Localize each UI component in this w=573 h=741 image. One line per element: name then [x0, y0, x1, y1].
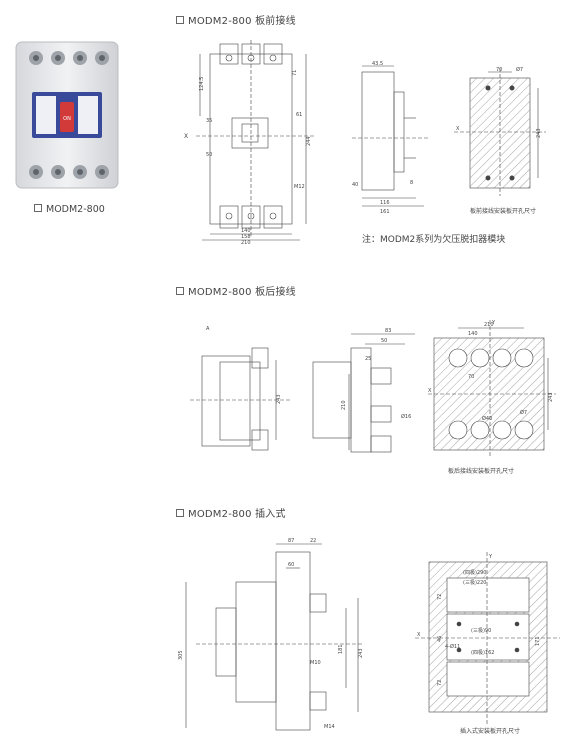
dim-label: 22: [310, 538, 316, 544]
section-title-rear: MODM2-800 板后接线: [176, 283, 296, 298]
dim-label: 210: [241, 240, 251, 246]
dim-label: 210: [341, 400, 347, 410]
dim-label: 70: [468, 374, 474, 380]
dim-label: X: [428, 388, 432, 394]
dim-label: 87: [288, 538, 294, 544]
dim-label: 140: [468, 331, 478, 337]
section-title-front: MODM2-800 板前接线: [176, 12, 296, 27]
dim-label: Ø16: [401, 413, 411, 420]
dim-label: 40: [352, 182, 358, 188]
product-caption: MODM2-800: [34, 204, 105, 215]
dim-label: 8: [410, 180, 413, 186]
plug-side-drawing: 87 22 60 305 M10 181 243 M14: [176, 538, 366, 734]
dim-label: X: [456, 126, 460, 132]
dim-label: 243: [276, 394, 282, 404]
dim-label: 43.5: [372, 61, 383, 67]
dim-label: 305: [178, 650, 184, 660]
dim-label: 210: [484, 322, 494, 328]
plug-cutout-caption: 插入式安装板开孔尺寸: [460, 728, 521, 735]
front-plan-drawing: X 124.5 71 35 50 61 244 140 158 210 M12: [176, 36, 336, 246]
dim-label: Y: [488, 554, 493, 560]
dim-label: 35: [206, 118, 212, 124]
dim-label: M10: [310, 660, 321, 666]
dim-label: 50: [381, 338, 387, 344]
dim-label: Y: [491, 320, 496, 326]
front-note: 注：MODM2系列为欠压脱扣器模块: [362, 235, 506, 245]
dim-label: 46: [437, 636, 443, 642]
dim-label: 243: [536, 128, 542, 138]
dim-label: 116: [380, 200, 390, 206]
dim-label: 72: [437, 680, 443, 686]
dim-label: Ø40: [482, 415, 492, 422]
dim-label: 171: [535, 636, 541, 646]
dim-label: 181: [338, 644, 344, 654]
dim-label: 72: [437, 594, 443, 600]
dim-label: 244: [306, 136, 312, 146]
dim-label: 60: [288, 562, 294, 568]
dim-label: (三极)220: [463, 579, 486, 586]
rear-plan-drawing: A 243: [180, 318, 300, 468]
front-side-drawing: 43.5 40 116 161 8: [350, 58, 430, 218]
dim-label: 243: [358, 648, 364, 658]
front-cutout-drawing: 70 Ø7 243 X: [450, 62, 550, 210]
dim-label: 70: [496, 67, 502, 73]
plug-cutout-drawing: (四极)290 (三极)220 72 46 (三极)90 (四极)162 171…: [415, 552, 560, 724]
dim-label: Ø7: [516, 66, 523, 73]
dim-label: 161: [380, 209, 390, 215]
handle-on-label: ON: [63, 116, 71, 122]
rear-cutout-caption: 板后接线安装板开孔尺寸: [448, 468, 515, 475]
rear-side-drawing: 83 50 25 210 Ø16: [305, 326, 425, 466]
section-title-plug: MODM2-800 插入式: [176, 505, 286, 520]
dim-label: A: [206, 326, 210, 332]
dim-label: 50: [206, 152, 212, 158]
dim-label: 83: [385, 328, 391, 334]
dim-label: 140: [241, 228, 251, 234]
rear-cutout-drawing: 210 140 70 243 Ø40 Ø7 Y X: [428, 318, 558, 460]
dim-label: 158: [241, 234, 251, 240]
dim-label: M12: [294, 184, 305, 190]
dim-label: 4-Ø11: [445, 643, 460, 650]
front-cutout-caption: 板前接线安装板开孔尺寸: [470, 208, 537, 215]
dim-label: 243: [548, 392, 554, 402]
dim-label: 124.5: [199, 77, 205, 91]
product-photo: ON: [14, 40, 120, 190]
dim-label: (四极)162: [471, 649, 494, 656]
dim-label: Ø7: [520, 409, 527, 416]
dim-label: 25: [365, 356, 371, 362]
dim-label: X: [417, 632, 421, 638]
dim-label: M14: [324, 724, 335, 730]
dim-label: (三极)90: [471, 627, 491, 634]
dim-label: 71: [292, 70, 298, 76]
dim-label: 61: [296, 112, 302, 118]
dim-label: (四极)290: [463, 569, 486, 576]
front-plan-axis-x: X: [184, 133, 188, 140]
